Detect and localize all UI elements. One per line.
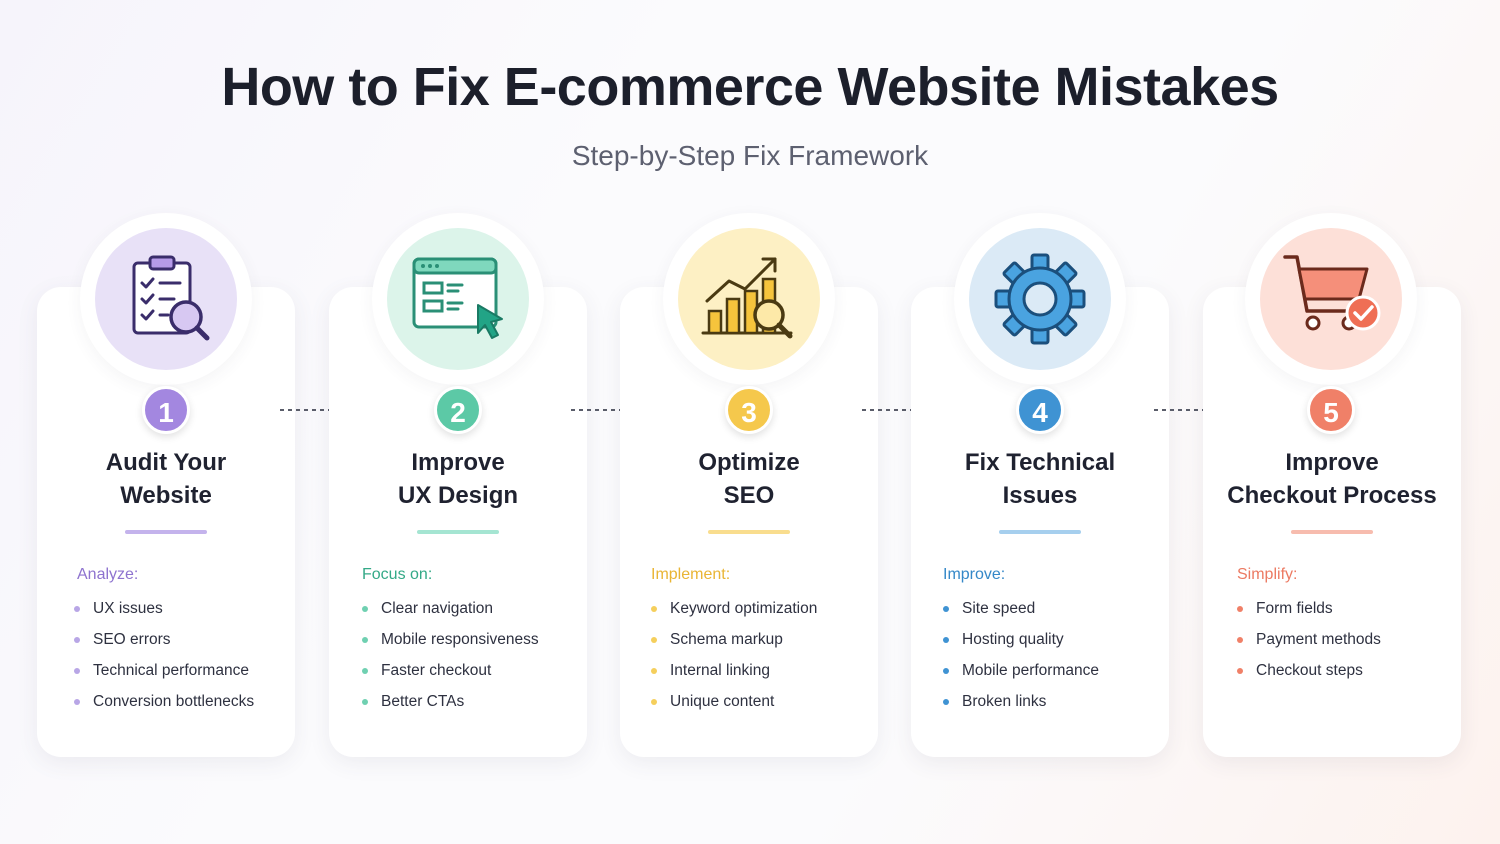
step-section-label-3: Implement: [651, 566, 731, 583]
step-icon-halo-4 [954, 213, 1126, 385]
step-icon-halo-5 [1245, 213, 1417, 385]
page-title: How to Fix E-commerce Website Mistakes [221, 57, 1279, 117]
list-item: Faster checkout [362, 660, 539, 691]
step-divider-5 [1291, 530, 1373, 534]
list-item: Hosting quality [943, 629, 1099, 660]
step-icon-halo-2 [372, 213, 544, 385]
clipboard-magnifier-icon [132, 255, 210, 341]
gear-icon [994, 253, 1086, 345]
cart-check-icon [1283, 255, 1381, 331]
step-number-badge-3: 3 [725, 386, 773, 434]
page-subtitle: Step-by-Step Fix Framework [571, 140, 929, 171]
list-item: Mobile performance [943, 660, 1099, 691]
step-section-label-1: Analyze: [77, 566, 139, 583]
step-number-badge-4: 4 [1016, 386, 1064, 434]
list-item: Conversion bottlenecks [74, 691, 254, 722]
list-item: Mobile responsiveness [362, 629, 539, 660]
list-item: Internal linking [651, 660, 817, 691]
step-bullet-list-2: Clear navigation Mobile responsiveness F… [362, 598, 539, 722]
list-item: UX issues [74, 598, 254, 629]
list-item: Site speed [943, 598, 1099, 629]
list-item: Schema markup [651, 629, 817, 660]
step-number-badge-5: 5 [1307, 386, 1355, 434]
step-divider-4 [999, 530, 1081, 534]
step-bullet-list-4: Site speed Hosting quality Mobile perfor… [943, 598, 1099, 722]
step-number-badge-1: 1 [142, 386, 190, 434]
step-divider-2 [417, 530, 499, 534]
browser-cursor-icon [412, 257, 503, 339]
list-item: Broken links [943, 691, 1099, 722]
list-item: Clear navigation [362, 598, 539, 629]
step-divider-1 [125, 530, 207, 534]
list-item: SEO errors [74, 629, 254, 660]
list-item: Payment methods [1237, 629, 1381, 660]
step-bullet-list-5: Form fields Payment methods Checkout ste… [1237, 598, 1381, 691]
list-item: Technical performance [74, 660, 254, 691]
step-icon-halo-3 [663, 213, 835, 385]
list-item: Better CTAs [362, 691, 539, 722]
step-section-label-2: Focus on: [362, 566, 433, 583]
step-section-label-4: Improve: [943, 566, 1006, 583]
growth-chart-magnifier-icon [701, 257, 793, 339]
step-bullet-list-1: UX issues SEO errors Technical performan… [74, 598, 254, 722]
step-icon-halo-1 [80, 213, 252, 385]
step-divider-3 [708, 530, 790, 534]
step-bullet-list-3: Keyword optimization Schema markup Inter… [651, 598, 817, 722]
step-section-label-5: Simplify: [1237, 566, 1298, 583]
list-item: Checkout steps [1237, 660, 1381, 691]
list-item: Form fields [1237, 598, 1381, 629]
list-item: Unique content [651, 691, 817, 722]
list-item: Keyword optimization [651, 598, 817, 629]
step-number-badge-2: 2 [434, 386, 482, 434]
